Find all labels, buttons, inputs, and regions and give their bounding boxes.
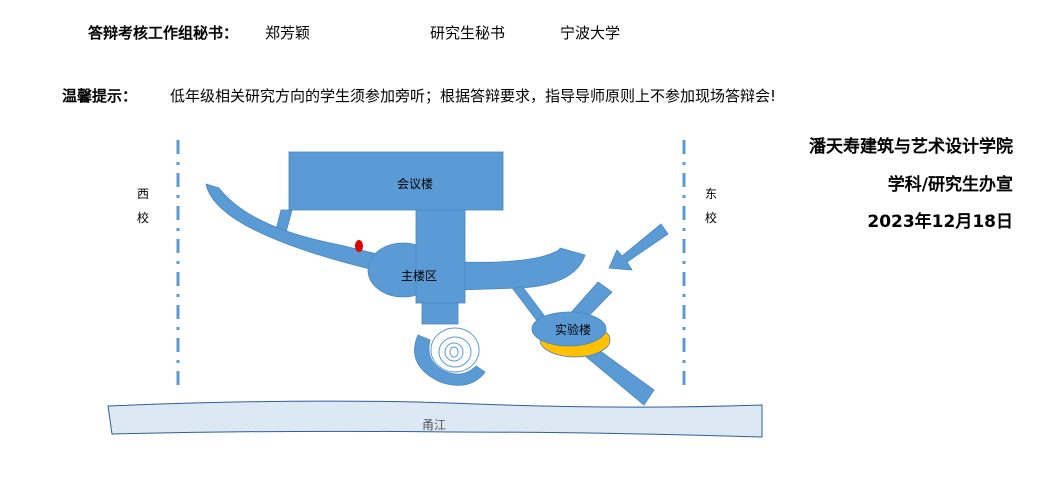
date: 2023年12月18日 xyxy=(867,212,1013,232)
river-label: 甬江 xyxy=(422,418,446,432)
university: 宁波大学 xyxy=(560,24,621,42)
entrance-arrow-icon xyxy=(608,223,669,271)
college-name: 潘天寿建筑与艺术设计学院 xyxy=(809,137,1013,157)
west-road xyxy=(205,183,411,279)
east-campus-1: 东 xyxy=(705,187,717,201)
east-campus-2: 校 xyxy=(705,210,717,225)
notice-label: 温馨提示： xyxy=(62,87,138,105)
office-name: 学科/研究生办宣 xyxy=(887,175,1013,195)
lab-building xyxy=(531,311,607,347)
location-marker-icon xyxy=(355,240,363,252)
west-campus-2: 校 xyxy=(137,210,149,225)
river xyxy=(107,400,763,438)
secretary-label: 答辩考核工作组秘书： xyxy=(88,24,239,42)
west-campus-1: 西 xyxy=(137,187,149,201)
secretary-name: 郑芳颖 xyxy=(265,24,311,42)
plaza-arc xyxy=(414,334,486,386)
east-road xyxy=(459,247,586,291)
meeting-building-label: 会议楼 xyxy=(397,176,433,191)
meeting-building xyxy=(288,151,504,211)
notice-text: 低年级相关研究方向的学生须参加旁听；根据答辩要求，指导导师原则上不参加现场答辩会… xyxy=(170,87,777,105)
main-building-stem xyxy=(415,209,466,304)
main-building-label: 主楼区 xyxy=(401,268,437,283)
secretary-role: 研究生秘书 xyxy=(430,24,506,42)
lab-building-label: 实验楼 xyxy=(555,322,591,337)
fountain-icon xyxy=(430,327,480,373)
annex-building xyxy=(421,302,459,325)
